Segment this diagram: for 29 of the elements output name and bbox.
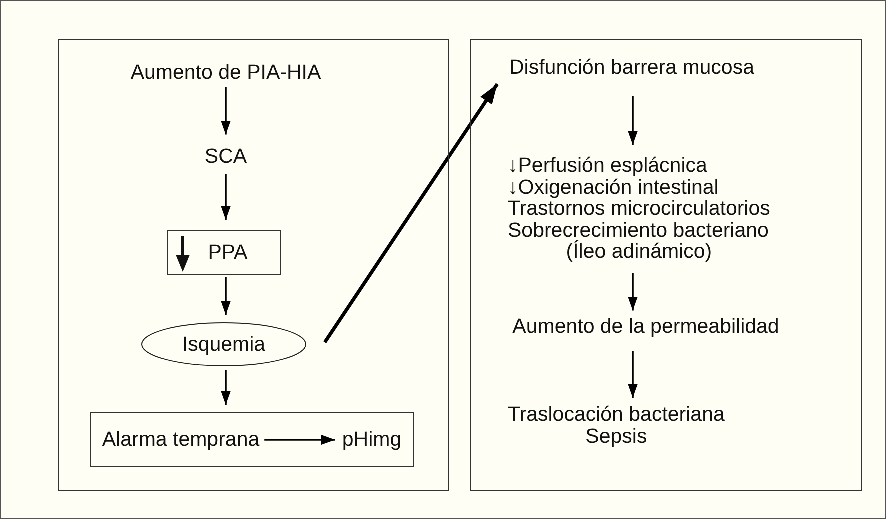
text-line: ↓Oxigenación intestinal <box>508 176 719 198</box>
arrow <box>264 435 336 445</box>
text-line: ↓Perfusión esplácnica <box>508 155 708 176</box>
flow-text: pHimg <box>342 430 402 450</box>
text-line: Trastornos microcirculatorios <box>508 198 770 220</box>
arrow <box>221 277 231 315</box>
text-line: Sobrecrecimiento bacteriano <box>508 220 769 241</box>
node-label: Isquemia <box>182 334 266 355</box>
text-line: Traslocación bacteriana <box>508 404 725 426</box>
text-line: (Íleo adinámico) <box>566 241 712 262</box>
flow-text: Aumento de la permeabilidad <box>512 316 780 338</box>
arrow <box>628 96 638 145</box>
flow-text: Disfunción barrera mucosa <box>510 58 754 78</box>
arrow <box>324 83 499 344</box>
node-label: PPA <box>208 242 248 263</box>
flow-text: Aumento de PIA-HIA <box>130 62 322 84</box>
panel-box <box>58 39 449 491</box>
arrow <box>628 351 638 398</box>
panel-box <box>90 412 414 467</box>
arrow <box>221 174 231 220</box>
process-ellipse <box>141 322 307 367</box>
flow-text: Alarma temprana <box>102 430 260 450</box>
flow-text: SCA <box>204 146 248 168</box>
process-box <box>167 230 281 275</box>
text-line: Sepsis <box>586 426 648 447</box>
panel-box <box>470 39 862 491</box>
arrow <box>221 87 231 135</box>
arrow <box>221 370 231 405</box>
arrow <box>628 274 638 311</box>
